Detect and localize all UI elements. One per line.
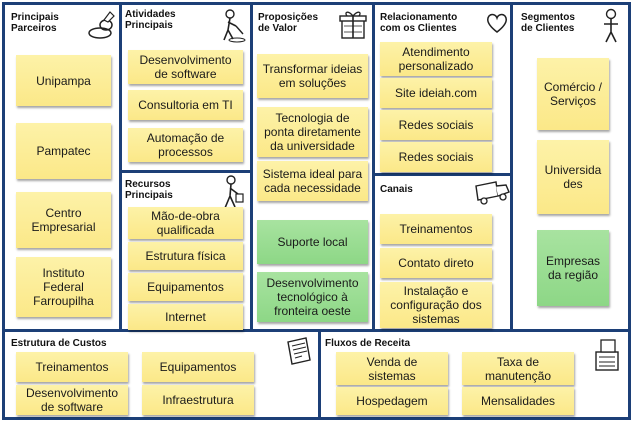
- person-icon: [604, 8, 618, 43]
- note-value-suporte-local: Suporte local: [257, 220, 368, 264]
- value-header: Proposições de Valor: [258, 12, 319, 34]
- note-partner-unipampa: Unipampa: [16, 55, 111, 106]
- costs-header: Estrutura de Custos: [11, 338, 107, 349]
- note-resource-mao-de-obra: Mão-de-obra qualificada: [128, 207, 243, 239]
- resources-worker-icon: [224, 175, 244, 209]
- note-segment-comercio: Comércio / Serviços: [537, 58, 609, 130]
- note-partner-pampatec: Pampatec: [16, 123, 111, 179]
- note-cost-equipamentos: Equipamentos: [142, 352, 254, 382]
- note-relationship-redes-sociais-2: Redes sociais: [380, 142, 492, 172]
- truck-icon: [475, 181, 510, 205]
- note-value-tecnologia: Tecnologia de ponta diretamente da unive…: [257, 107, 368, 157]
- note-channel-contato-direto: Contato direto: [380, 248, 492, 278]
- note-segment-universidades: Universida des: [537, 140, 609, 214]
- divider-activities-resources: [120, 170, 252, 173]
- partners-header: Principais Parceiros: [11, 12, 59, 34]
- divider-v-bottom: [318, 330, 321, 419]
- relationships-header: Relacionamento com os Clientes: [380, 12, 458, 34]
- note-revenue-venda-sistemas: Venda de sistemas: [336, 352, 448, 385]
- note-activity-automacao: Automação de processos: [128, 128, 243, 162]
- divider-relationships-channels: [373, 173, 512, 176]
- note-value-desenvolvimento-tecnologico: Desenvolvimento tecnológico à fronteira …: [257, 272, 368, 322]
- note-cost-infraestrutura: Infraestrutura: [142, 385, 254, 415]
- note-relationship-site: Site ideiah.com: [380, 78, 492, 108]
- note-segment-empresas: Empresas da região: [537, 230, 609, 306]
- note-revenue-hospedagem: Hospedagem: [336, 387, 448, 415]
- divider-v1: [119, 2, 122, 331]
- note-resource-estrutura-fisica: Estrutura física: [128, 242, 243, 270]
- business-model-canvas: Principais Parceiros Atividades Principa…: [2, 2, 631, 420]
- segments-header: Segmentos de Clientes: [521, 12, 575, 34]
- canvas-border-top: [2, 2, 631, 5]
- channels-header: Canais: [380, 184, 413, 195]
- divider-v2: [250, 2, 253, 331]
- divider-horizontal-main: [2, 329, 631, 332]
- cash-register-icon: [595, 339, 619, 371]
- note-activity-consultoria: Consultoria em TI: [128, 90, 243, 120]
- note-activity-desenvolvimento: Desenvolvimento de software: [128, 50, 243, 84]
- heart-icon: [486, 13, 508, 33]
- note-resource-internet: Internet: [128, 304, 243, 330]
- note-partner-instituto-federal: Instituto Federal Farroupilha: [16, 257, 111, 317]
- activities-header: Atividades Principais: [125, 9, 176, 31]
- document-icon: [287, 337, 311, 365]
- value-gift-icon: [339, 11, 367, 39]
- note-value-transformar-ideias: Transformar ideias em soluções: [257, 54, 368, 98]
- note-relationship-atendimento: Atendimento personalizado: [380, 42, 492, 76]
- canvas-border-left: [2, 2, 5, 420]
- revenue-header: Fluxos de Receita: [325, 338, 411, 349]
- note-channel-treinamentos: Treinamentos: [380, 214, 492, 244]
- note-partner-centro-empresarial: Centro Empresarial: [16, 192, 111, 248]
- activities-worker-icon: [223, 9, 246, 43]
- canvas-border-right: [628, 2, 631, 420]
- resources-header: Recursos Principais: [125, 179, 173, 201]
- note-value-sistema-ideal: Sistema ideal para cada necessidade: [257, 161, 368, 201]
- note-cost-treinamentos: Treinamentos: [16, 352, 128, 382]
- note-relationship-redes-sociais-1: Redes sociais: [380, 110, 492, 140]
- note-revenue-taxa-manutencao: Taxa de manutenção: [462, 352, 574, 385]
- note-revenue-mensalidades: Mensalidades: [462, 387, 574, 415]
- note-channel-instalacao: Instalação e configuração dos sistemas: [380, 282, 492, 328]
- note-resource-equipamentos: Equipamentos: [128, 273, 243, 301]
- divider-v3: [372, 2, 375, 331]
- canvas-border-bottom: [2, 417, 631, 420]
- note-cost-desenvolvimento: Desenvolvimento de software: [16, 385, 128, 415]
- partners-chain-icon: [88, 11, 115, 39]
- divider-v4: [510, 2, 513, 331]
